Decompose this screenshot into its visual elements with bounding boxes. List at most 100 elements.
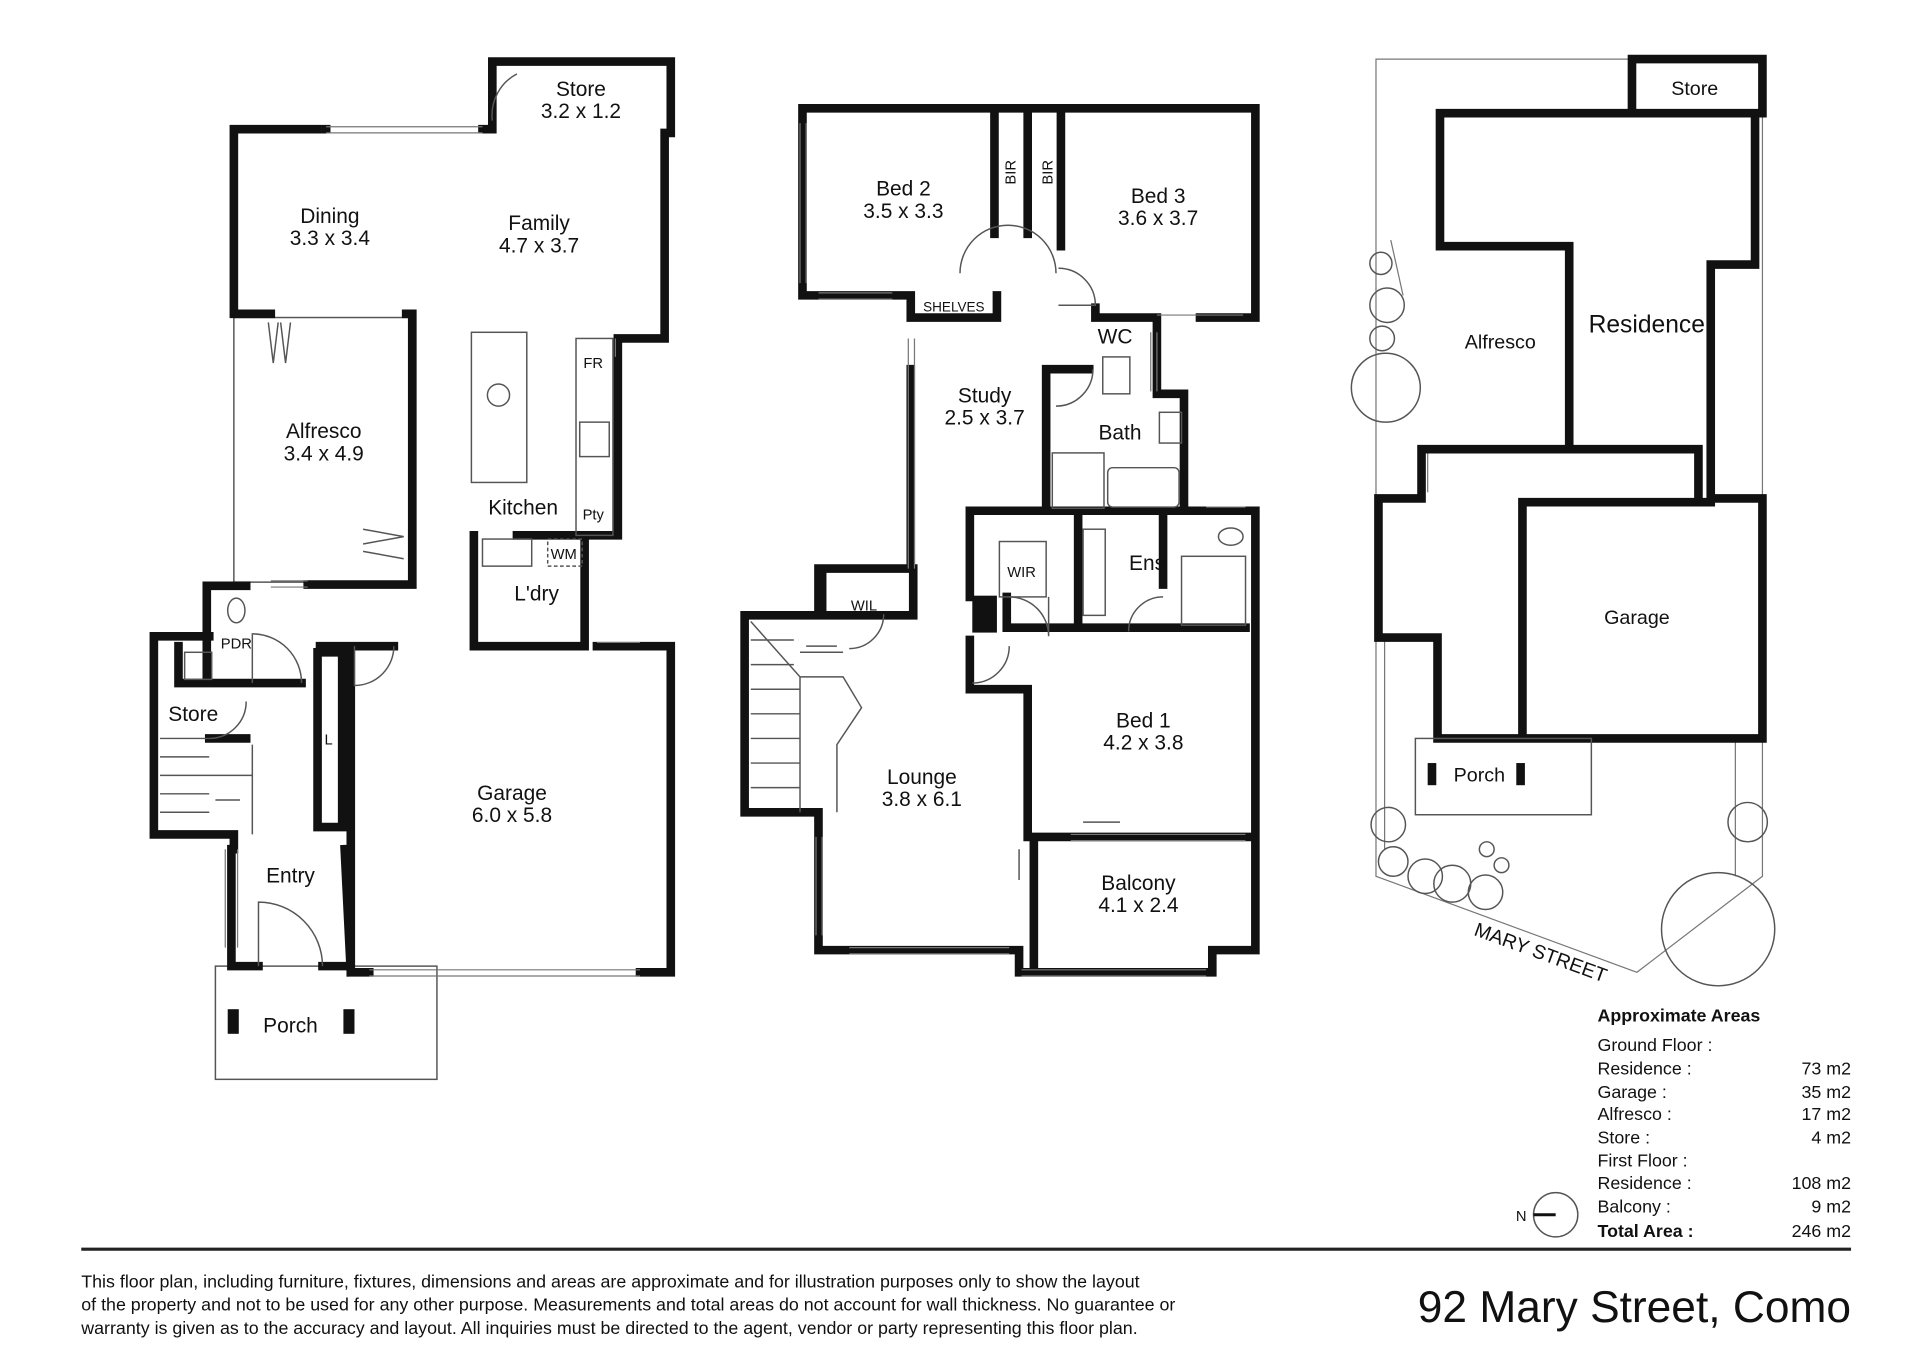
room-size: 3.3 x 3.4 [290, 227, 371, 250]
disclaimer-line: warranty is given as to the accuracy and… [80, 1318, 1137, 1338]
cooktop-icon [578, 421, 610, 458]
svg-text:Balcony: Balcony [1101, 872, 1176, 895]
room-size: 4.1 x 2.4 [1098, 894, 1179, 917]
svg-text:Family: Family [508, 212, 570, 235]
room-name: Family [508, 212, 570, 235]
svg-text:4.7 x 3.7: 4.7 x 3.7 [499, 234, 579, 257]
ground-windows [224, 126, 641, 977]
room-size: 4.2 x 3.8 [1103, 732, 1183, 755]
svg-text:Alfresco: Alfresco [286, 420, 362, 443]
shower-icon [1051, 452, 1105, 510]
total-area-label: Total Area : [1598, 1221, 1694, 1241]
site-porch-label: Porch [1454, 765, 1505, 787]
bir-label: BIR [1003, 160, 1019, 185]
sliding-arrows [806, 645, 1120, 880]
room-name: Balcony [1101, 872, 1176, 895]
first-doors [849, 224, 1164, 684]
porch-outline [214, 965, 438, 1081]
room-size: 3.2 x 1.2 [541, 100, 621, 123]
bir-label: BIR [1040, 160, 1056, 185]
svg-text:Garage: Garage [477, 782, 547, 805]
porch-post [1427, 763, 1437, 786]
svg-text:3.5 x 3.3: 3.5 x 3.3 [863, 200, 943, 223]
svg-text:6.0 x 5.8: 6.0 x 5.8 [472, 804, 552, 827]
ensuite-shower-icon [1180, 555, 1247, 626]
first-floor-heading: First Floor : [1598, 1151, 1688, 1171]
svg-text:Bed 3: Bed 3 [1131, 185, 1186, 208]
svg-text:3.4 x 4.9: 3.4 x 4.9 [284, 442, 364, 465]
areas-title: Approximate Areas [1598, 1006, 1761, 1026]
ensuite-toilet-icon [1217, 527, 1244, 546]
pdr-label: PDR [221, 637, 252, 653]
site-boundary [1375, 58, 1764, 973]
room-size: 3.4 x 4.9 [284, 442, 364, 465]
svg-text:Dining: Dining [300, 205, 359, 228]
ground-walls [149, 57, 676, 977]
kitchen-island [470, 331, 528, 484]
site-garage-label: Garage [1604, 607, 1670, 629]
area-value: 35 m2 [1801, 1082, 1851, 1102]
porch-post [1516, 763, 1525, 786]
room-name: Garage [477, 782, 547, 805]
porch-post [343, 1009, 355, 1034]
room-name: Bed 2 [876, 178, 931, 201]
wir-label: WIR [1007, 565, 1036, 581]
wm-label: WM [551, 547, 577, 563]
site-alfresco-label: Alfresco [1465, 331, 1536, 353]
stairs-icon [160, 737, 254, 835]
wc-toilet-icon [1102, 356, 1131, 395]
fridge-label: FR [583, 356, 603, 372]
room-size: 3.6 x 3.7 [1118, 207, 1198, 230]
wir-shelving [998, 540, 1047, 598]
svg-text:2.5 x 3.7: 2.5 x 3.7 [945, 407, 1025, 430]
store-label: Store [168, 703, 218, 726]
wc-label: WC [1098, 325, 1133, 348]
room-size: 6.0 x 5.8 [472, 804, 552, 827]
area-label: Garage : [1598, 1082, 1667, 1102]
laundry-label: L'dry [514, 583, 559, 606]
north-compass-icon: N [1516, 1191, 1579, 1238]
room-name: Alfresco [286, 420, 362, 443]
north-label: N [1516, 1209, 1527, 1225]
room-name: Bed 3 [1131, 185, 1186, 208]
room-name: Study [958, 384, 1012, 407]
sliding-door-marks [267, 322, 404, 560]
room-name: Bed 1 [1116, 709, 1171, 732]
svg-text:3.3 x 3.4: 3.3 x 3.4 [290, 227, 371, 250]
ground-floor-heading: Ground Floor : [1598, 1035, 1713, 1055]
areas-table: Approximate Areas Ground Floor : Residen… [1598, 1006, 1852, 1241]
site-residence-label: Residence [1589, 311, 1705, 338]
linen-label: L [325, 733, 333, 749]
laundry-tub [481, 538, 533, 567]
room-size: 4.7 x 3.7 [499, 234, 579, 257]
kitchen-bench [575, 337, 614, 537]
total-area-value: 246 m2 [1792, 1221, 1852, 1241]
ensuite-label: Ens [1129, 552, 1165, 575]
svg-text:4.1 x 2.4: 4.1 x 2.4 [1098, 894, 1179, 917]
room-name: Dining [300, 205, 359, 228]
bath-label: Bath [1098, 421, 1141, 444]
porch-label: Porch [263, 1015, 318, 1038]
disclaimer-line: This floor plan, including furniture, fi… [81, 1271, 1139, 1291]
ground-floor-plan: Store 3.2 x 1.2 Dining 3.3 x 3.4 Family … [149, 57, 676, 1081]
vanity-icon [183, 651, 213, 681]
room-name: Lounge [887, 766, 957, 789]
pantry-label: Pty [583, 507, 605, 523]
sink-icon [486, 383, 511, 407]
first-windows [799, 123, 1246, 977]
room-size: 2.5 x 3.7 [945, 407, 1025, 430]
svg-text:Bed 1: Bed 1 [1116, 709, 1171, 732]
street-name-label: MARY STREET [1471, 919, 1609, 987]
area-value: 73 m2 [1801, 1058, 1851, 1078]
area-value: 4 m2 [1811, 1127, 1851, 1147]
site-store-label: Store [1671, 78, 1718, 100]
svg-text:3.8 x 6.1: 3.8 x 6.1 [882, 788, 962, 811]
area-label: Alfresco : [1598, 1104, 1672, 1124]
room-name: Store [556, 78, 606, 101]
site-plan: Store Alfresco Residence Garage Porch MA… [1350, 54, 1776, 1238]
area-label: Residence : [1598, 1058, 1692, 1078]
vanity-icon [1158, 411, 1183, 444]
first-floor-plan: Bed 2 3.5 x 3.3 Bed 3 3.6 x 3.7 Study 2.… [740, 103, 1260, 977]
bath-tub-icon [1106, 466, 1180, 508]
